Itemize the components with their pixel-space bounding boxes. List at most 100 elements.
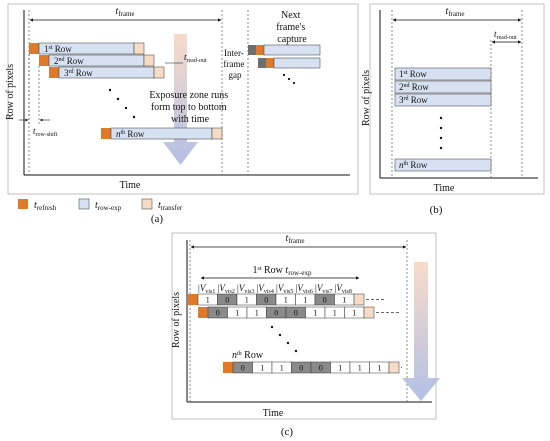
panel-c-row-n: 0 1 1 0 0 1 1 1 [223, 361, 402, 374]
panel-b-row-2: 2nd Row [394, 80, 492, 94]
legend-label-row-exp: trow-exp [95, 200, 122, 212]
vis-label: |Vvis1 [198, 283, 215, 295]
panel-a-row-3: 3rd Row [49, 66, 165, 79]
vis-label: |Vvis2 [218, 283, 235, 295]
ellipsis-dot [116, 97, 120, 101]
transfer-block [153, 66, 165, 79]
panel-a-tframe-label: tframe [115, 6, 134, 18]
ellipsis-dot [282, 73, 286, 77]
panel-a-readout-label: tread-out [184, 52, 207, 64]
transfer-block [143, 54, 155, 67]
bit-value: 1 [206, 296, 210, 305]
ellipsis-dot [124, 106, 128, 110]
panel-c-y-label: Row of pixels [171, 292, 182, 348]
vis-label: |Vvis4 [257, 283, 274, 295]
legend-label-transfer: ttransfer [158, 200, 183, 212]
bit-value: 1 [260, 364, 264, 373]
legend-swatch-transfer [141, 198, 153, 210]
ellipsis-dot [294, 349, 298, 353]
panel-a-next-frame-label: Next frame's capture [276, 10, 308, 45]
panel-c-vis-labels: |Vvis1|Vvis2|Vvis3|Vvis4|Vvis5|Vvis6|Vvi… [198, 283, 352, 295]
panel-b-readout-label: tread-out [494, 29, 517, 41]
ellipsis-dot [132, 115, 136, 119]
row-exp-block [394, 158, 492, 172]
ellipsis-dot [439, 136, 443, 140]
panel-b-caption: (b) [430, 204, 443, 216]
next-frame-refresh-block [256, 45, 264, 55]
transfer-block [211, 127, 223, 140]
row-label: nth Row [399, 160, 428, 170]
next-frame-prev-block [258, 58, 266, 68]
panel-c-exposure-arrow [402, 262, 440, 401]
transfer-block [388, 361, 400, 374]
ellipsis-dot [439, 116, 443, 120]
refresh-block [39, 55, 49, 66]
vis-label: |Vvis6 [296, 283, 313, 295]
panel-a-x-label: Time [120, 180, 141, 191]
panel-c-row-2: 0 1 1 0 0 1 1 1 [198, 306, 400, 319]
row-label: nth Row [116, 129, 145, 139]
ellipsis-dot [270, 325, 274, 329]
panel-a-exposure-note: Exposure zone runs form top to bottom wi… [149, 90, 230, 125]
legend: trefresh trow-exp ttransfer [18, 198, 183, 212]
bit-value: 1 [280, 364, 284, 373]
legend-label-refresh: trefresh [34, 200, 57, 212]
row-label: 1st Row [44, 44, 72, 54]
panel-b-x-label: Time [434, 183, 455, 194]
panel-a-row-2: 2nd Row [39, 54, 155, 67]
row-label: 2nd Row [54, 56, 84, 66]
bit-value: 0 [264, 296, 268, 305]
row-label: 3rd Row [399, 95, 428, 105]
ellipsis-dot [439, 126, 443, 130]
bit-value: 1 [377, 364, 381, 373]
ellipsis-dot [108, 88, 112, 92]
bit-value: 0 [319, 364, 323, 373]
panel-a-exposure-arrow [163, 34, 198, 165]
panel-c: Row of pixels Time tframe 1st Row trow-e… [171, 232, 440, 420]
panel-c-rowexp-label: 1st Row trow-exp [252, 265, 312, 277]
vis-label: |Vvis3 [237, 283, 254, 295]
bit-value: 1 [338, 364, 342, 373]
panel-a-gap-label: Inter- frame gap [223, 48, 246, 80]
next-frame-rowexp-block [273, 57, 321, 69]
ellipsis-dot [292, 81, 296, 85]
bit-value: 0 [241, 364, 245, 373]
bit-value: 0 [294, 309, 298, 318]
row-exp-block [394, 93, 492, 107]
bit-value: 1 [255, 309, 259, 318]
panel-a-rowshift-label: trow-shift [33, 126, 58, 138]
panel-a: Row of pixels Time tframe 1st Row 2nd Ro… [5, 3, 359, 195]
panel-b-row-1: 1st Row [394, 67, 492, 81]
panel-c-caption: (c) [281, 426, 294, 438]
refresh-block [101, 128, 111, 139]
bit-value: 1 [284, 296, 288, 305]
panel-c-tframe-label: tframe [285, 233, 304, 245]
panel-b: Row of pixels Time tframe tread-out 1st … [361, 3, 545, 195]
ellipsis-dot [286, 341, 290, 345]
transfer-block [363, 306, 375, 319]
bit-value: 0 [274, 309, 278, 318]
bit-value: 1 [313, 309, 317, 318]
bit-value: 1 [303, 296, 307, 305]
next-frame-rowexp-block [263, 44, 321, 56]
bit-value: 0 [323, 296, 327, 305]
next-frame-refresh-block [266, 58, 274, 68]
panel-b-y-label: Row of pixels [361, 70, 372, 126]
bit-value: 1 [352, 309, 356, 318]
bit-value: 0 [299, 364, 303, 373]
transfer-block [353, 293, 365, 306]
vis-label: |Vvis7 [315, 283, 332, 295]
bit-value: 0 [216, 309, 220, 318]
refresh-block [188, 294, 198, 305]
refresh-block [198, 307, 208, 318]
bit-value: 1 [235, 309, 239, 318]
refresh-block [49, 67, 59, 78]
bit-value: 1 [358, 364, 362, 373]
panel-a-frame [7, 3, 359, 195]
row-label: 1st Row [399, 69, 427, 79]
vis-label: |Vvis5 [276, 283, 293, 295]
ellipsis-dot [439, 146, 443, 150]
bit-value: 1 [333, 309, 337, 318]
